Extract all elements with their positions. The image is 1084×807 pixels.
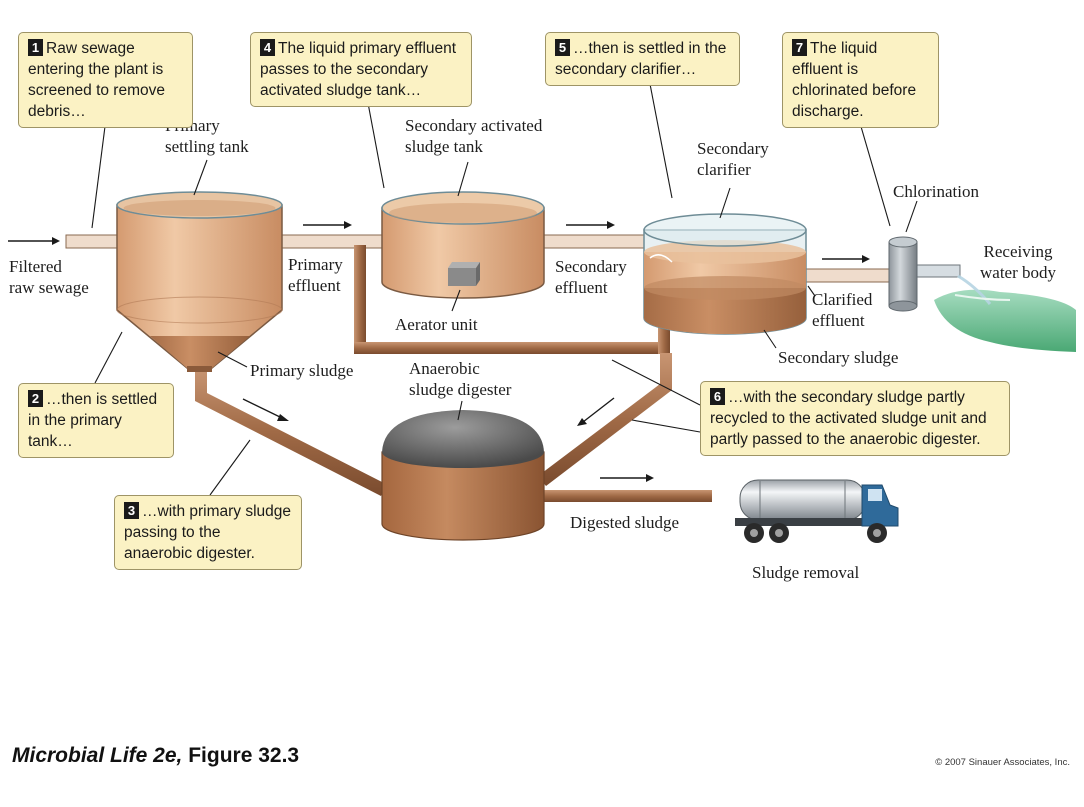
callout-4-number: 4 <box>260 39 275 56</box>
recycle-pipe-vertical-left <box>354 245 366 353</box>
label-clarified-effluent: Clarified effluent <box>812 290 873 330</box>
arrow-clarified-effluent <box>822 255 870 263</box>
callout-6: 6…with the secondary sludge partly recyc… <box>700 381 1010 456</box>
secondary-effluent-pipe <box>542 234 652 249</box>
primary-settling-tank <box>116 191 283 372</box>
sludge-truck <box>735 479 899 543</box>
label-filtered-raw-sewage: Filtered raw sewage <box>9 257 89 297</box>
leader-primary-sludge <box>217 351 248 368</box>
callout-5-number: 5 <box>555 39 570 56</box>
secondary-clarifier-tank <box>643 213 807 335</box>
figure-caption: Microbial Life 2e, Figure 32.3 <box>12 744 299 768</box>
label-receiving-water-body: Receiving water body <box>980 242 1057 282</box>
chlorination-unit <box>888 236 918 312</box>
leader-chlorination <box>905 200 918 233</box>
leader-aerator <box>451 289 461 312</box>
label-primary-sludge: Primary sludge <box>250 361 354 380</box>
pipes <box>65 234 961 502</box>
leader-callout-6b <box>631 419 701 433</box>
arrow-secondary-effluent <box>566 221 615 229</box>
leader-callout-2 <box>94 331 123 384</box>
label-secondary-effluent: Secondary effluent <box>555 257 627 297</box>
callout-1-number: 1 <box>28 39 43 56</box>
arrow-secondary-sludge <box>577 397 615 426</box>
leader-secondary-sludge <box>763 329 777 349</box>
leader-callout-4 <box>367 102 385 189</box>
label-digested-sludge: Digested sludge <box>570 513 680 532</box>
figure-number: Figure 32.3 <box>182 744 300 767</box>
callout-6-text: …with the secondary sludge partly recycl… <box>710 389 987 448</box>
anaerobic-digester <box>381 410 545 541</box>
clarified-effluent-pipe <box>802 268 892 283</box>
callout-4-text: The liquid primary effluent passes to th… <box>260 40 457 99</box>
callout-6-number: 6 <box>710 388 725 405</box>
callout-3-text: …with primary sludge passing to the anae… <box>124 503 292 562</box>
outfall-pipe <box>914 264 961 278</box>
secondary-sludge-to-digester-pipe <box>538 353 672 486</box>
callout-2: 2…then is settled in the primary tank… <box>18 383 174 458</box>
digested-sludge-pipe <box>542 490 712 502</box>
primary-effluent-pipe <box>279 234 389 249</box>
receiving-water <box>934 274 1076 352</box>
leader-clarified-effluent <box>807 285 816 297</box>
leader-primary-tank <box>193 159 208 196</box>
label-chlorination: Chlorination <box>893 182 979 201</box>
label-aerator-unit: Aerator unit <box>395 315 478 334</box>
callout-3-number: 3 <box>124 502 139 519</box>
label-secondary-sludge: Secondary sludge <box>778 348 899 367</box>
arrow-digested-sludge <box>600 474 654 482</box>
callout-5-text: …then is settled in the secondary clarif… <box>555 40 727 78</box>
arrow-inlet <box>8 237 60 245</box>
book-title: Microbial Life 2e, <box>12 744 183 767</box>
callout-2-text: …then is settled in the primary tank… <box>28 391 158 450</box>
callout-7-text: The liquid effluent is chlorinated befor… <box>792 40 917 120</box>
leader-secondary-tank <box>457 161 469 197</box>
label-primary-effluent: Primary effluent <box>288 255 343 295</box>
activated-sludge-tank <box>381 191 545 299</box>
leader-digester <box>457 400 463 421</box>
label-sludge-removal: Sludge removal <box>752 563 860 582</box>
primary-sludge-pipe <box>195 368 386 496</box>
leader-callout-6a <box>611 359 701 406</box>
callout-1-text: Raw sewage entering the plant is screene… <box>28 40 165 120</box>
callout-3: 3…with primary sludge passing to the ana… <box>114 495 302 570</box>
label-secondary-clarifier: Secondary clarifier <box>697 139 769 179</box>
recycle-pipe-horizontal <box>354 342 666 354</box>
leader-callout-3 <box>209 439 251 496</box>
label-secondary-activated-sludge-tank: Secondary activated sludge tank <box>405 116 543 156</box>
callout-2-number: 2 <box>28 390 43 407</box>
aerator-unit-block <box>448 262 480 286</box>
arrow-primary-sludge <box>242 398 289 421</box>
callout-7-number: 7 <box>792 39 807 56</box>
callout-5: 5…then is settled in the secondary clari… <box>545 32 740 86</box>
arrow-primary-effluent <box>303 221 352 229</box>
label-primary-settling-tank: Primary settling tank <box>165 116 249 156</box>
copyright-notice: © 2007 Sinauer Associates, Inc. <box>935 757 1070 768</box>
leader-clarifier <box>719 187 731 219</box>
leader-callout-5 <box>649 83 673 199</box>
flow-arrows <box>8 221 870 482</box>
label-anaerobic-sludge-digester: Anaerobic sludge digester <box>409 359 512 399</box>
